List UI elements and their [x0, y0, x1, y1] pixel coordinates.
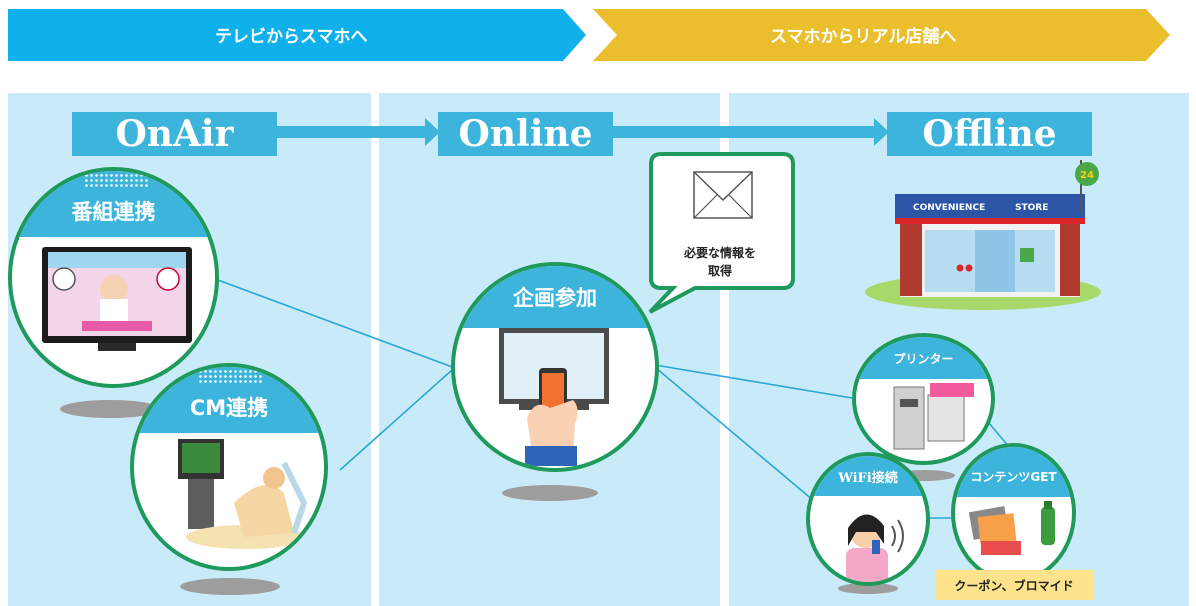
watching-tv-image	[178, 439, 308, 549]
printer-image	[893, 383, 974, 450]
arrow-right-icon	[425, 118, 440, 146]
store-sign-left: CONVENIENCE	[913, 203, 985, 213]
tv-program-image	[42, 247, 192, 351]
participation-label: 企画参加	[455, 266, 655, 328]
callout-text-line1: 必要な情報を	[683, 246, 756, 260]
mail-icon	[693, 171, 753, 219]
contents-label: コンテンツGET	[955, 447, 1072, 497]
banner-phone-to-store	[593, 9, 1170, 61]
banner-right-label: スマホからリアル店舗へ	[770, 27, 957, 47]
dot-pattern	[198, 369, 262, 385]
wifi-user-image	[846, 514, 904, 582]
circle-printer: プリンター	[852, 333, 995, 465]
circle-shadow	[502, 485, 598, 501]
banner-tv-to-phone	[8, 9, 586, 61]
stage-arrows	[275, 118, 889, 146]
circle-participation: 企画参加	[451, 262, 659, 472]
convenience-store-image: CONVENIENCE STORE 24	[865, 160, 1101, 310]
phone-tv-image	[499, 328, 609, 466]
circle-wifi: WiFi接続	[806, 452, 930, 586]
stage-online: Online	[438, 112, 613, 156]
circle-shadow	[838, 583, 898, 594]
circle-cm-tieup: CM連携	[130, 363, 328, 571]
stage-onair: OnAir	[72, 112, 277, 156]
dot-pattern	[84, 173, 148, 189]
store-badge: 24	[1080, 170, 1094, 181]
circle-contents: コンテンツGET	[951, 443, 1076, 583]
circle-shadow	[180, 578, 280, 595]
printer-label: プリンター	[856, 337, 991, 379]
callout-bubble	[648, 152, 795, 314]
top-banners	[8, 9, 1170, 61]
circle-program-tieup: 番組連携	[8, 167, 219, 388]
coupon-label: クーポン、ブロマイド	[935, 570, 1093, 600]
callout-text-line2: 取得	[707, 264, 732, 278]
wifi-label: WiFi接続	[810, 456, 926, 496]
store-sign-right: STORE	[1015, 203, 1048, 213]
contents-image	[968, 501, 1055, 555]
stage-offline: Offline	[887, 112, 1092, 156]
banner-left-label: テレビからスマホへ	[215, 27, 368, 47]
arrow-right-icon	[874, 118, 889, 146]
